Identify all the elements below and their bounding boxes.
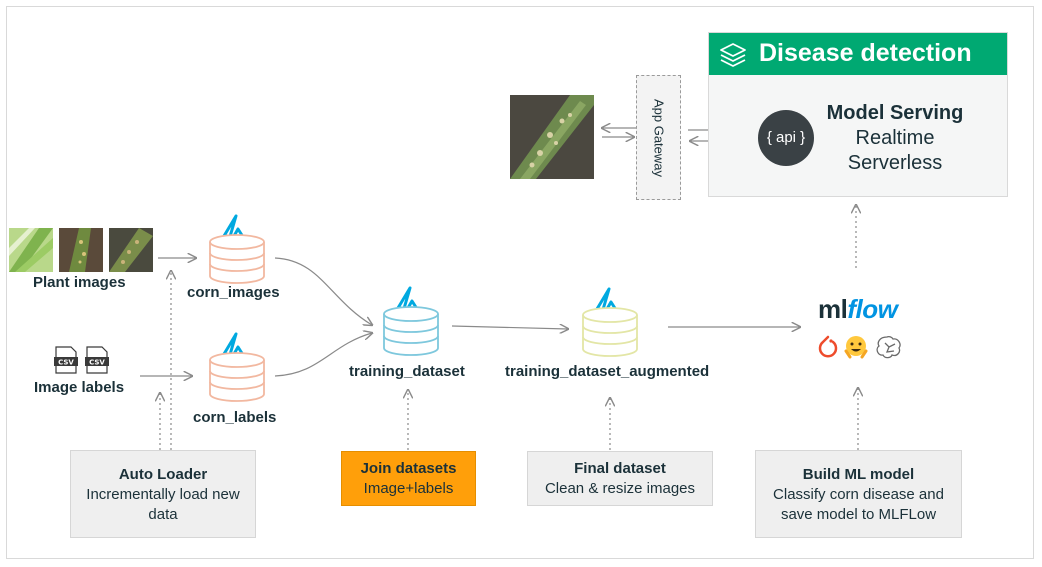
auto-loader-desc-2: data bbox=[148, 506, 178, 523]
training-dataset-table-icon bbox=[383, 286, 439, 356]
auto-loader-title: Auto Loader bbox=[118, 466, 208, 483]
final-dataset-title: Final dataset bbox=[574, 460, 666, 477]
api-icon: { api } bbox=[758, 110, 814, 166]
auto-loader-desc: Incrementally load new bbox=[86, 486, 240, 503]
hugging-face-icon bbox=[844, 336, 868, 359]
disease-detection-panel: Disease detection bbox=[708, 32, 1008, 197]
disease-detection-title: Disease detection bbox=[759, 39, 972, 67]
augmented-dataset-table-icon bbox=[582, 287, 638, 357]
leaf-query-image bbox=[510, 95, 594, 179]
augmented-dataset-label: training_dataset_augmented bbox=[505, 363, 710, 380]
brain-network-icon bbox=[876, 335, 901, 359]
curve-corn-labels-to-training bbox=[274, 333, 372, 377]
join-datasets-desc: Image+labels bbox=[363, 480, 454, 497]
curve-corn-images-to-training bbox=[274, 257, 372, 325]
join-datasets-box: Join datasets Image+labels bbox=[341, 451, 476, 506]
final-dataset-box: Final dataset Clean & resize images bbox=[527, 451, 713, 506]
svg-text:CSV: CSV bbox=[89, 359, 105, 367]
csv-file-icon: CSV bbox=[85, 346, 109, 374]
diagram-frame bbox=[6, 6, 1034, 559]
corn-labels-table-icon bbox=[209, 332, 265, 402]
mlflow-logo: mlflow bbox=[818, 294, 898, 324]
image-labels-label: Image labels bbox=[34, 379, 125, 396]
join-datasets-title: Join datasets bbox=[360, 460, 457, 477]
app-gateway-label: App Gateway bbox=[651, 98, 666, 177]
final-dataset-desc: Clean & resize images bbox=[544, 480, 696, 497]
plant-image-thumbnail bbox=[9, 228, 53, 272]
svg-text:CSV: CSV bbox=[58, 359, 74, 367]
disease-detection-header: Disease detection bbox=[709, 33, 1007, 75]
pytorch-icon bbox=[818, 335, 838, 358]
build-ml-model-desc: Classify corn disease and bbox=[773, 486, 944, 503]
training-dataset-label: training_dataset bbox=[349, 363, 465, 380]
corn-labels-label: corn_labels bbox=[193, 409, 277, 426]
realtime-label: Realtime bbox=[855, 127, 935, 149]
csv-file-icon: CSV bbox=[54, 346, 78, 374]
corn-images-table-icon bbox=[209, 214, 265, 284]
arrow-training-to-augmented bbox=[451, 326, 568, 329]
serverless-label: Serverless bbox=[847, 152, 943, 174]
build-ml-model-desc-2: save model to MLFLow bbox=[780, 506, 937, 523]
build-ml-model-title: Build ML model bbox=[802, 466, 915, 483]
plant-image-thumbnail bbox=[59, 228, 103, 272]
corn-images-label: corn_images bbox=[187, 284, 280, 301]
model-serving-title: Model Serving bbox=[826, 102, 964, 124]
auto-loader-box: Auto Loader Incrementally load new data bbox=[70, 450, 256, 538]
plant-image-thumbnail bbox=[109, 228, 153, 272]
ml-framework-icons bbox=[818, 335, 901, 359]
model-serving-text: Model Serving Realtime Serverless bbox=[820, 101, 970, 176]
app-gateway: App Gateway bbox=[636, 75, 681, 200]
plant-images-label: Plant images bbox=[33, 274, 126, 291]
layers-icon bbox=[720, 43, 746, 67]
build-ml-model-box: Build ML model Classify corn disease and… bbox=[755, 450, 962, 538]
